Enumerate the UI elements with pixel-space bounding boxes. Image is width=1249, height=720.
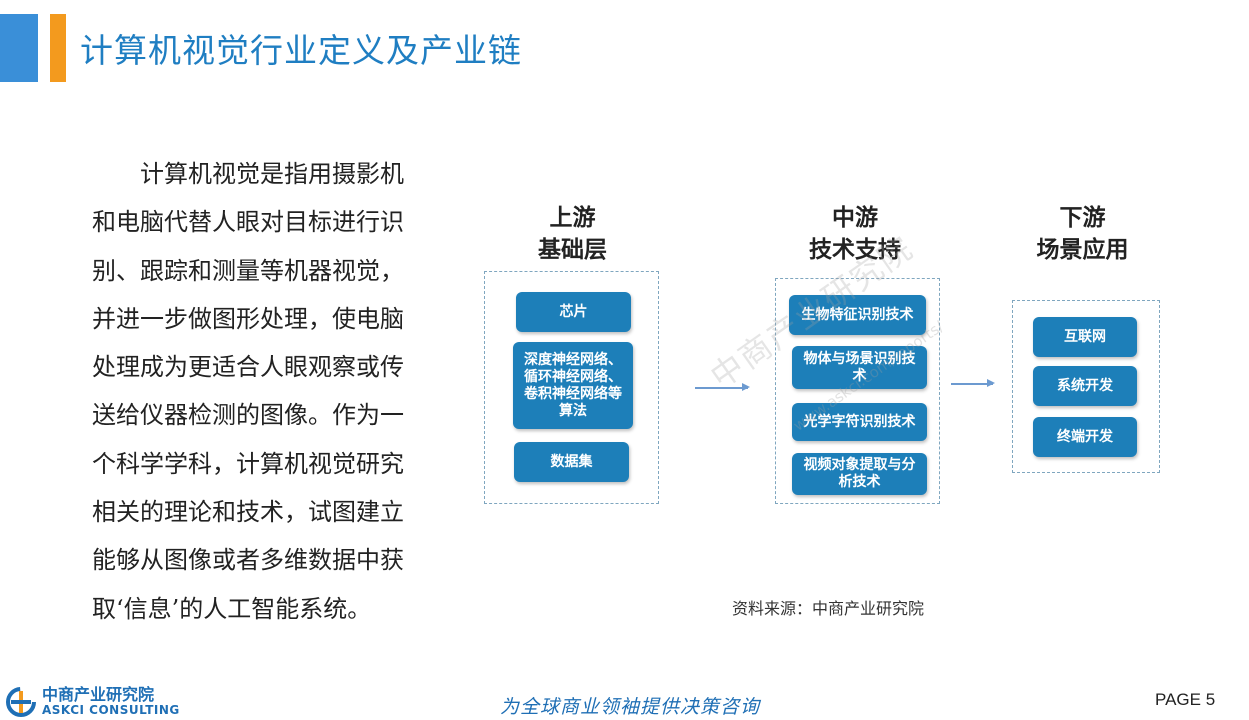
page-number: PAGE 5 [1155,690,1216,709]
downstream-heading: 下游 场景应用 [1030,202,1135,266]
upstream-node-chip: 芯片 [516,292,631,332]
midstream-node-ocr: 光学字符识别技术 [792,403,927,441]
intro-line: 别、跟踪和测量等机器视觉， [92,256,404,285]
upstream-group [484,271,659,504]
intro-line: 处理成为更适合人眼观察或传 [92,353,404,382]
midstream-node-object-scene: 物体与场景识别技术 [792,346,927,389]
downstream-group [1012,300,1160,473]
footer-slogan: 为全球商业领袖提供决策咨询 [500,696,761,718]
arrow-mid-to-down [951,380,995,386]
downstream-node-terminal-dev: 终端开发 [1033,417,1137,457]
upstream-node-algorithms: 深度神经网络、循环神经网络、卷积神经网络等算法 [513,342,633,429]
intro-line: 并进一步做图形处理，使电脑 [92,304,404,333]
midstream-heading: 中游 技术支持 [790,202,920,266]
intro-paragraph: 计算机视觉是指用摄影机 和电脑代替人眼对目标进行识 别、跟踪和测量等机器视觉， … [92,150,452,633]
midstream-title: 中游 [832,205,878,231]
header-accent-orange [50,14,66,82]
intro-line: 取‘信息’的人工智能系统。 [92,594,372,623]
upstream-title: 上游 [549,205,596,231]
midstream-node-video-analysis: 视频对象提取与分析技术 [792,453,927,495]
intro-line: 相关的理论和技术，试图建立 [92,498,404,527]
midstream-node-biometric: 生物特征识别技术 [789,295,926,335]
arrow-up-to-mid [695,384,750,390]
upstream-node-dataset: 数据集 [514,442,629,482]
intro-line: 能够从图像或者多维数据中获 [92,546,404,575]
company-logo: 中商产业研究院 ASKCI CONSULTING [6,686,180,717]
midstream-group [775,278,940,504]
intro-line: 和电脑代替人眼对目标进行识 [92,208,404,237]
intro-line: 送给仪器检测的图像。作为一 [92,401,404,430]
intro-line: 计算机视觉是指用摄影机 [92,160,404,188]
upstream-subtitle: 基础层 [538,237,607,263]
logo-en: ASKCI CONSULTING [42,703,180,717]
downstream-node-system-dev: 系统开发 [1033,366,1137,406]
logo-cn: 中商产业研究院 [42,685,155,704]
logo-icon [6,686,36,717]
source-note: 资料来源：中商产业研究院 [732,599,925,618]
midstream-subtitle: 技术支持 [809,237,901,263]
downstream-subtitle: 场景应用 [1036,237,1129,263]
header-accent-blue [0,14,38,82]
downstream-title: 下游 [1059,205,1106,231]
downstream-node-internet: 互联网 [1033,317,1137,357]
intro-line: 个科学学科，计算机视觉研究 [92,449,404,478]
page-title: 计算机视觉行业定义及产业链 [80,31,522,70]
upstream-heading: 上游 基础层 [520,202,625,266]
